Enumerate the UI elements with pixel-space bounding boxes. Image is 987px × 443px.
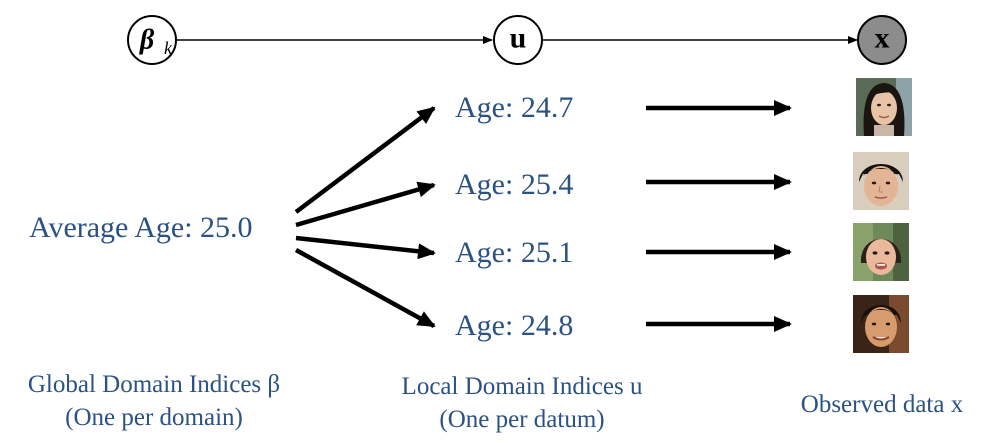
local-caption-line1: Local Domain Indices u bbox=[401, 373, 643, 400]
arrow-global-to-age-3 bbox=[295, 235, 436, 260]
arrow-global-to-age-1 bbox=[294, 106, 436, 214]
node-beta-subscript: k bbox=[164, 38, 173, 58]
face-photo-4 bbox=[853, 295, 909, 353]
face-photo-3 bbox=[853, 223, 909, 281]
average-age-label: Average Age: 25.0 bbox=[29, 211, 253, 244]
arrow-global-to-age-2 bbox=[295, 181, 436, 228]
local-age-1: Age: 24.7 bbox=[455, 91, 574, 124]
global-caption-line2: (One per domain) bbox=[65, 404, 243, 431]
node-u-symbol: u bbox=[510, 22, 527, 55]
node-u: u bbox=[493, 15, 543, 65]
node-beta: β k bbox=[127, 15, 177, 65]
local-age-3: Age: 25.1 bbox=[455, 236, 574, 269]
global-caption-line1: Global Domain Indices β bbox=[27, 371, 281, 398]
local-caption-line2: (One per datum) bbox=[439, 406, 605, 433]
local-age-4: Age: 24.8 bbox=[455, 309, 574, 342]
global-caption: Global Domain Indices β (One per domain) bbox=[0, 368, 308, 434]
local-caption: Local Domain Indices u (One per datum) bbox=[372, 370, 672, 436]
face-photo-1 bbox=[856, 78, 912, 136]
node-beta-symbol: β bbox=[139, 25, 155, 56]
observed-caption: Observed data x bbox=[800, 391, 964, 418]
node-x: x bbox=[857, 15, 907, 65]
local-age-2: Age: 25.4 bbox=[455, 168, 574, 201]
face-photo-2 bbox=[853, 152, 909, 210]
arrow-global-to-age-4 bbox=[294, 248, 436, 328]
node-x-symbol: x bbox=[875, 22, 890, 55]
